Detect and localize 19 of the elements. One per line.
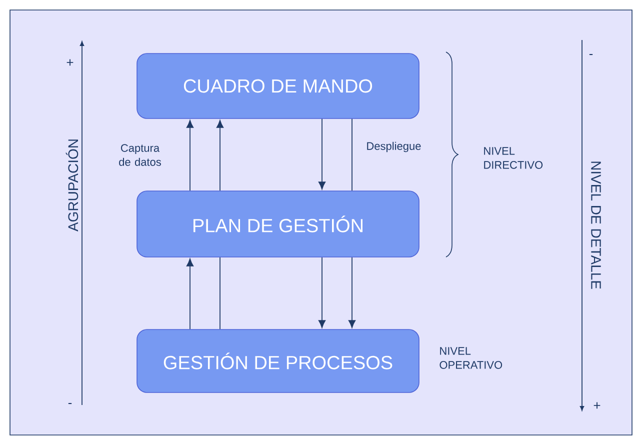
arrow xyxy=(216,120,224,192)
axis-sign: + xyxy=(594,402,600,409)
process-box: GESTIÓN DE PROCESOS xyxy=(136,329,420,393)
level-label: NIVEL DIRECTIVO xyxy=(484,147,543,169)
annotation-text: Despliegue xyxy=(367,142,421,152)
arrow xyxy=(318,256,326,328)
axis-sign: - xyxy=(589,54,593,56)
arrow xyxy=(318,118,326,190)
process-box: PLAN DE GESTIÓN xyxy=(136,190,420,258)
arrow xyxy=(186,120,194,192)
process-box: CUADRO DE MANDO xyxy=(136,53,420,119)
level-label: NIVEL OPERATIVO xyxy=(440,347,502,369)
axis-label: NIVEL DE DETALLE xyxy=(591,162,601,289)
annotation-text: Captura de datos xyxy=(119,144,161,166)
arrow xyxy=(186,258,194,330)
axis-sign: + xyxy=(66,59,74,66)
axis-label: AGRUPACIÓN xyxy=(66,140,78,232)
arrow xyxy=(348,256,356,328)
axis-sign: - xyxy=(68,403,72,404)
